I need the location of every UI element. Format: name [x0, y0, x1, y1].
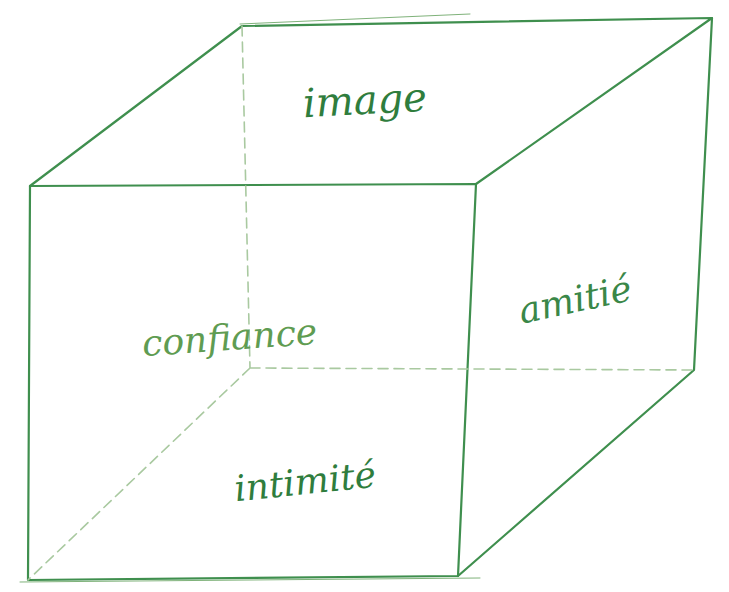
hidden-edges	[28, 26, 694, 580]
front-face	[28, 184, 476, 580]
top-face	[30, 18, 712, 186]
face-label: amitié	[511, 268, 639, 333]
face-label: intimité	[228, 454, 381, 509]
pencil-strokes	[20, 14, 480, 582]
right-face	[458, 18, 712, 576]
face-label: confiance	[137, 312, 323, 365]
face-label: image	[298, 75, 432, 126]
